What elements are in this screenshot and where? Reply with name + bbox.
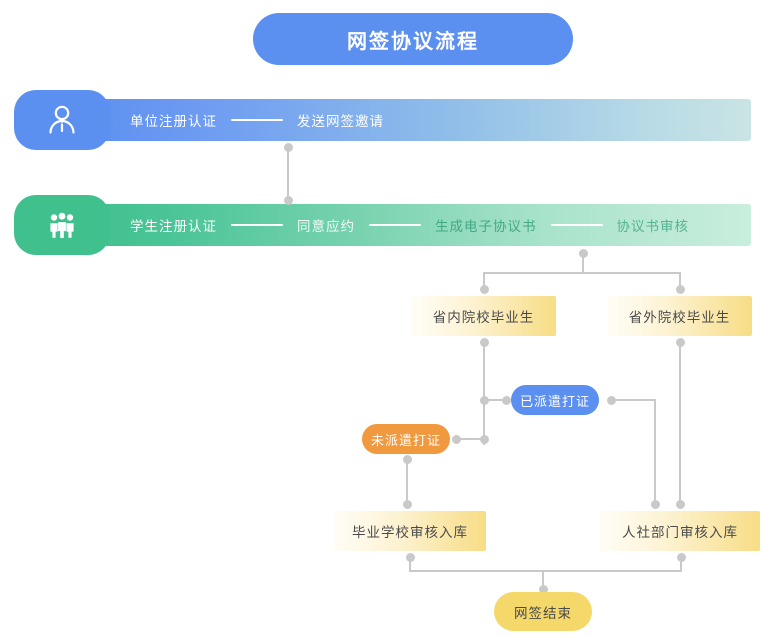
connector-to-undispatched bbox=[455, 438, 483, 440]
node-undispatched[interactable]: 未派遣打证 bbox=[362, 424, 450, 454]
connector-dot bbox=[405, 553, 415, 562]
node-out-province-graduate[interactable]: 省外院校毕业生 bbox=[607, 296, 752, 336]
connector-school-merge-down bbox=[409, 556, 411, 571]
connector-rsd-merge-down bbox=[680, 556, 682, 571]
connector-dot bbox=[675, 500, 685, 509]
lane-company: 单位注册认证 发送网签邀请 bbox=[14, 90, 751, 150]
connector-dot bbox=[283, 143, 293, 152]
connector-dot bbox=[606, 395, 616, 405]
connector-dot bbox=[402, 500, 412, 509]
node-in-province-graduate[interactable]: 省内院校毕业生 bbox=[411, 296, 556, 336]
connector-dot bbox=[538, 585, 548, 594]
lane-student: 学生注册认证 同意应约 生成电子协议书 协议书审核 bbox=[14, 195, 751, 255]
connector-dot bbox=[479, 395, 489, 405]
step-connector-dash bbox=[231, 119, 283, 121]
connector-dot bbox=[501, 395, 511, 405]
connector-dot bbox=[675, 338, 685, 347]
node-school-audit[interactable]: 毕业学校审核入库 bbox=[334, 511, 486, 551]
connector-dot bbox=[675, 285, 685, 294]
connector-dot bbox=[479, 434, 489, 444]
connector-dot bbox=[578, 249, 588, 258]
lane-student-step-4: 协议书审核 bbox=[616, 219, 689, 234]
node-end[interactable]: 网签结束 bbox=[494, 592, 592, 631]
lane-student-step-1: 学生注册认证 bbox=[130, 219, 217, 234]
lane-student-step-3: 生成电子协议书 bbox=[435, 219, 537, 234]
connector-student-down bbox=[582, 251, 584, 273]
connector-to-dispatched bbox=[483, 399, 507, 401]
step-connector-dash bbox=[550, 224, 603, 226]
lane-company-step-1: 单位注册认证 bbox=[130, 114, 217, 129]
connector-fork-right-down bbox=[679, 272, 681, 289]
connector-dispatched-right bbox=[610, 399, 656, 401]
step-connector-dash bbox=[231, 224, 283, 226]
lane-company-steps: 单位注册认证 发送网签邀请 bbox=[126, 99, 388, 141]
connector-outprovince-down bbox=[679, 341, 681, 504]
connector-dot bbox=[402, 455, 412, 464]
single-person-icon bbox=[14, 90, 110, 150]
lane-company-step-2: 发送网签邀请 bbox=[297, 114, 384, 129]
connector-merge-to-end bbox=[542, 570, 544, 592]
connector-undispatched-down bbox=[406, 458, 408, 504]
lane-student-step-2: 同意应约 bbox=[297, 219, 355, 234]
connector-merge-horizontal bbox=[409, 570, 682, 572]
group-people-icon bbox=[14, 195, 110, 255]
connector-company-to-student bbox=[287, 146, 289, 202]
connector-inprovince-spine bbox=[483, 341, 485, 445]
page-title: 网签协议流程 bbox=[253, 13, 573, 65]
lane-student-steps: 学生注册认证 同意应约 生成电子协议书 协议书审核 bbox=[126, 204, 693, 246]
node-rsd-audit[interactable]: 人社部门审核入库 bbox=[600, 511, 760, 551]
step-connector-dash bbox=[369, 224, 421, 226]
connector-dot bbox=[479, 338, 489, 347]
connector-fork-horizontal bbox=[483, 272, 681, 274]
connector-dot bbox=[650, 500, 660, 509]
connector-dot bbox=[479, 285, 489, 294]
lane-company-track bbox=[76, 99, 751, 141]
connector-dot bbox=[451, 434, 461, 444]
node-dispatched[interactable]: 已派遣打证 bbox=[511, 385, 599, 415]
connector-dot bbox=[283, 196, 293, 205]
connector-fork-left-down bbox=[483, 272, 485, 289]
connector-dot bbox=[676, 553, 686, 562]
connector-dispatched-down bbox=[654, 399, 656, 504]
